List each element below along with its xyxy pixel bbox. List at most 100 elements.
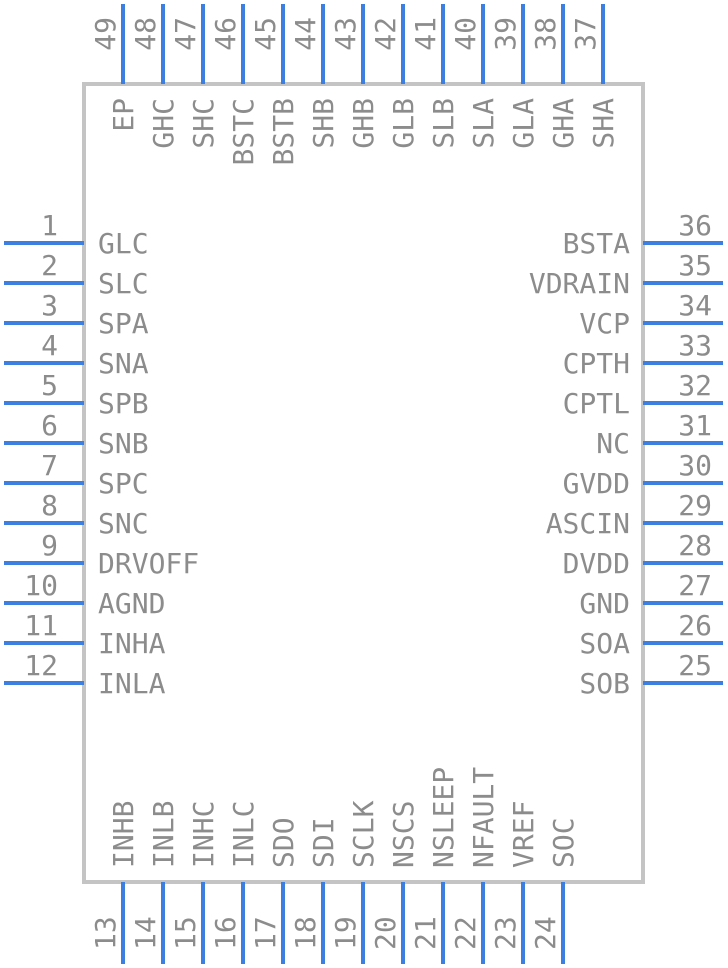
- pin-number: 2: [41, 249, 58, 282]
- pin-label-soa: SOA: [579, 627, 630, 660]
- right-pins: 25SOB26SOA27GND28DVDD29ASCIN30GVDD31NC32…: [529, 209, 723, 700]
- pin-label-inlb: INLB: [147, 801, 180, 868]
- pin-number: 11: [24, 609, 58, 642]
- pin-label-ghb: GHB: [347, 98, 380, 149]
- pin-label-bstc: BSTC: [227, 98, 260, 165]
- pin-label-inla: INLA: [98, 667, 166, 700]
- pin-label-dvdd: DVDD: [563, 547, 630, 580]
- pin-label-shc: SHC: [187, 98, 220, 149]
- pin-label-bsta: BSTA: [563, 227, 631, 260]
- pin-label-gnd: GND: [579, 587, 630, 620]
- pin-number: 32: [678, 369, 712, 402]
- pin-label-nfault: NFAULT: [467, 767, 500, 868]
- pin-number: 42: [369, 17, 402, 51]
- pin-number: 48: [129, 17, 162, 51]
- pin-label-slb: SLB: [427, 98, 460, 149]
- pin-number: 38: [529, 17, 562, 51]
- pin-number: 14: [129, 916, 162, 950]
- pin-label-nsleep: NSLEEP: [427, 767, 460, 868]
- pin-19: 19 SCLK: [329, 800, 380, 964]
- pin-label-gvdd: GVDD: [563, 467, 630, 500]
- pin-number: 20: [369, 916, 402, 950]
- pin-label-ep: EP: [107, 98, 140, 132]
- pin-number: 40: [449, 17, 482, 51]
- pin-label-sclk: SCLK: [347, 800, 380, 868]
- pin-number: 4: [41, 329, 58, 362]
- pin-label-snb: SNB: [98, 427, 149, 460]
- pin-label-soc: SOC: [547, 817, 580, 868]
- pin-15: 15 INHC: [169, 801, 220, 964]
- pin-number: 25: [678, 649, 712, 682]
- pin-number: 8: [41, 489, 58, 522]
- pin-number: 26: [678, 609, 712, 642]
- pin-number: 24: [529, 916, 562, 950]
- pin-number: 27: [678, 569, 712, 602]
- pin-number: 18: [289, 916, 322, 950]
- pin-label-gla: GLA: [507, 98, 540, 149]
- pin-label-nscs: NSCS: [387, 801, 420, 868]
- pin-number: 31: [678, 409, 712, 442]
- pin-number: 30: [678, 449, 712, 482]
- pin-label-agnd: AGND: [98, 587, 165, 620]
- pin-24: 24 SOC: [529, 817, 580, 964]
- pin-label-spb: SPB: [98, 387, 149, 420]
- pin-13: 13 INHB: [89, 801, 140, 964]
- pin-number: 1: [41, 209, 58, 242]
- pin-label-inhb: INHB: [107, 801, 140, 868]
- pin-number: 3: [41, 289, 58, 322]
- pin-number: 28: [678, 529, 712, 562]
- component-body: [82, 82, 645, 884]
- pin-label-cptl: CPTL: [563, 387, 630, 420]
- pin-number: 33: [678, 329, 712, 362]
- pin-14: 14 INLB: [129, 801, 180, 964]
- pin-label-inhc: INHC: [187, 801, 220, 868]
- pin-label-sha: SHA: [587, 98, 620, 149]
- pin-number: 15: [169, 916, 202, 950]
- pin-number: 44: [289, 17, 322, 51]
- pin-label-gha: GHA: [547, 98, 580, 149]
- pin-label-inha: INHA: [98, 627, 166, 660]
- pin-number: 19: [329, 916, 362, 950]
- pin-number: 10: [24, 569, 58, 602]
- pin-number: 5: [41, 369, 58, 402]
- pin-label-spc: SPC: [98, 467, 149, 500]
- pin-label-ascin: ASCIN: [546, 507, 630, 540]
- pin-number: 37: [569, 17, 602, 51]
- pin-label-nc: NC: [596, 427, 630, 460]
- pin-number: 17: [249, 916, 282, 950]
- pin-number: 13: [89, 916, 122, 950]
- pin-number: 16: [209, 916, 242, 950]
- pin-number: 12: [24, 649, 58, 682]
- pin-number: 41: [409, 17, 442, 51]
- pin-number: 21: [409, 916, 442, 950]
- pin-label-vcp: VCP: [579, 307, 630, 340]
- pin-number: 46: [209, 17, 242, 51]
- pin-label-sob: SOB: [579, 667, 630, 700]
